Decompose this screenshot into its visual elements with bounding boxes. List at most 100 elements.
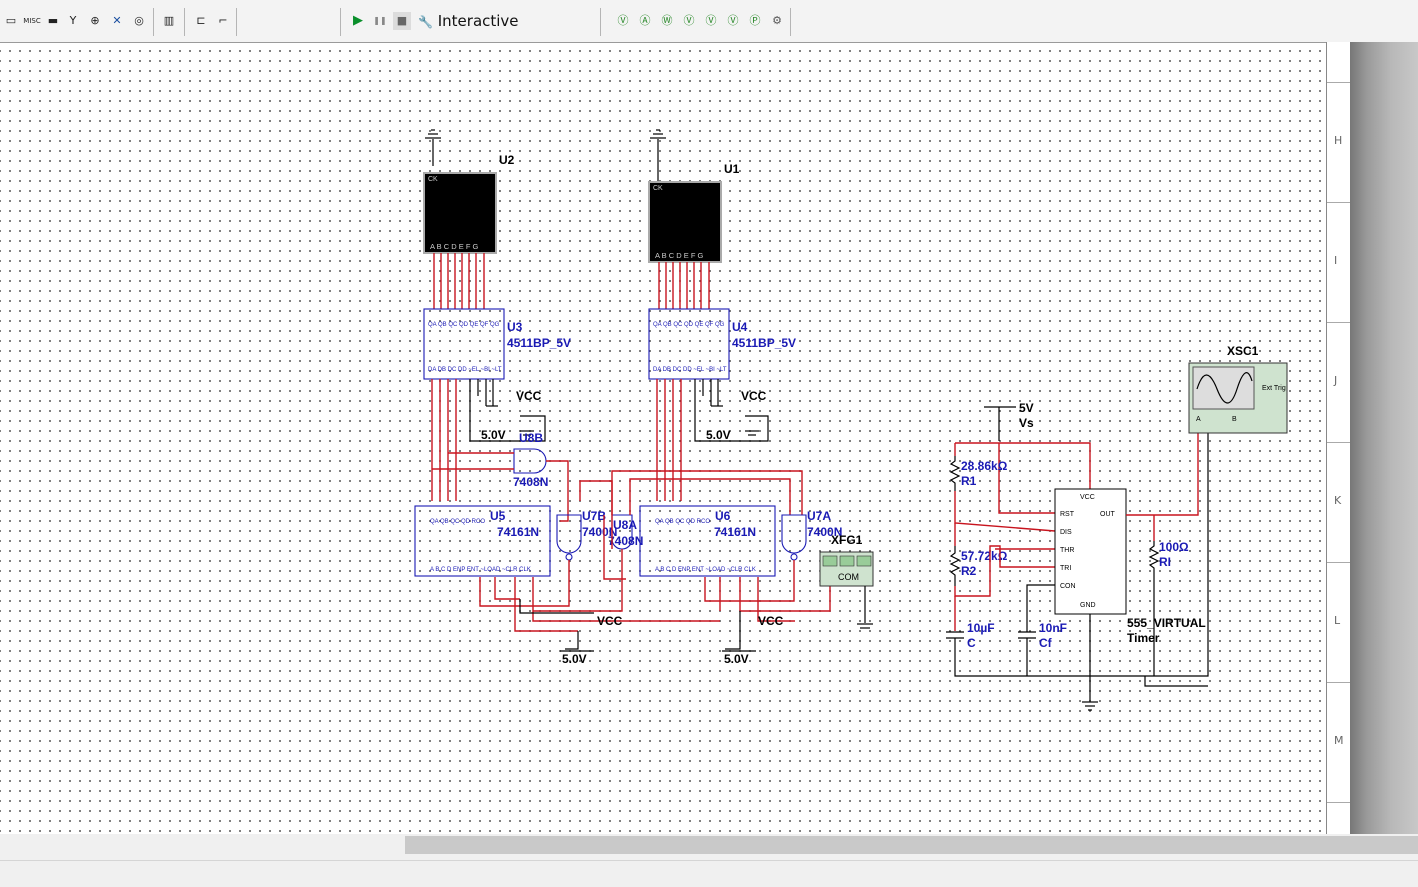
toolbar-separator — [236, 8, 237, 36]
mcu-button[interactable]: ◎ — [134, 14, 144, 27]
decoder-part: 4511BP_5V — [732, 336, 796, 350]
svg-text:DA DB DC DD ~EL ~BI ~LT: DA DB DC DD ~EL ~BI ~LT — [653, 367, 727, 373]
resistor-r1[interactable] — [949, 456, 961, 491]
supply-voltage-label: 5.0V — [562, 652, 587, 666]
ground-symbol[interactable] — [650, 129, 666, 181]
decoder-ref: U4 — [732, 320, 748, 334]
capacitor-value: 10µF — [967, 621, 995, 635]
wattmeter-probe-icon[interactable]: Ⓦ — [661, 14, 673, 27]
seven-segment-display-u2[interactable]: CK A B C D E F G — [423, 172, 497, 254]
wrench-icon: 🔧 — [418, 15, 433, 29]
simulation-mode-label: Interactive — [437, 12, 519, 30]
display-seg-labels: A B C D E F G — [430, 242, 479, 251]
ext-trig-label: Ext Trig — [1262, 385, 1286, 392]
gate-part: 7400N — [807, 525, 842, 539]
power-probe-icon[interactable]: Ⓟ — [749, 14, 761, 27]
ground-symbol — [520, 430, 534, 436]
toolbar-separator — [600, 8, 601, 36]
antenna-button[interactable]: Y — [69, 14, 77, 27]
run-simulation-icon[interactable]: ▶ — [353, 13, 363, 28]
ruler-label: H — [1334, 134, 1343, 147]
vcc-label: VCC — [758, 614, 784, 628]
timer-pin-thr: THR — [1060, 547, 1074, 554]
indicator-button[interactable]: ▬ — [47, 14, 59, 27]
instrument-ref: XSC1 — [1227, 344, 1259, 358]
source-voltage: 5V — [1019, 401, 1034, 415]
timer-name: 555_VIRTUAL — [1127, 616, 1206, 630]
timer-pin-tri: TRI — [1060, 565, 1071, 572]
simulation-mode-selector[interactable]: 🔧 Interactive — [418, 10, 598, 32]
gate-ref: U7A — [807, 509, 831, 523]
decoder-u3[interactable]: QA QB QC QD QE QF QG DA DB DC DD ~EL ~BI… — [423, 308, 505, 380]
supply-voltage-label: 5.0V — [706, 428, 731, 442]
capacitor-c[interactable] — [946, 631, 964, 639]
pause-simulation-icon[interactable]: ❚❚ — [373, 16, 387, 25]
and-gate-u8b[interactable] — [513, 448, 547, 474]
toolbar-separator — [153, 8, 154, 36]
timer-pin-dis: DIS — [1060, 529, 1072, 536]
resistor-ref: R2 — [961, 564, 977, 578]
ref-probe-icon[interactable]: Ⓥ — [705, 14, 717, 27]
timer-pin-out: OUT — [1100, 511, 1116, 518]
segment-wires — [433, 253, 485, 309]
resistor-ref: RI — [1159, 555, 1171, 569]
stop-simulation-icon[interactable]: ■ — [393, 12, 411, 30]
resistor-r2[interactable] — [949, 546, 961, 586]
svg-text:A B C D ENP ENT ~LOAD ~CLR C: A B C D ENP ENT ~LOAD ~CLR CLK — [655, 567, 756, 573]
ammeter-probe-icon[interactable]: Ⓐ — [639, 14, 651, 27]
instrument-ref: XFG1 — [831, 533, 863, 547]
channel-b-label: B — [1232, 416, 1237, 423]
supply-voltage-label: 5.0V — [481, 428, 506, 442]
voltmeter-probe-icon[interactable]: Ⓥ — [617, 14, 629, 27]
digital-probe-icon[interactable]: Ⓥ — [727, 14, 739, 27]
counter-u6[interactable]: QA QB QC QD RCO A B C D ENP ENT ~LOAD ~C… — [639, 505, 776, 577]
counter-ref: U5 — [490, 509, 506, 523]
hierarchy-button[interactable]: ⊏ — [196, 14, 206, 27]
misc-button[interactable]: MISC — [23, 17, 41, 25]
counter-ref: U6 — [715, 509, 731, 523]
segment-wires — [658, 262, 710, 309]
gate-ref: U8B — [519, 431, 543, 445]
rf-button[interactable]: ✕ — [112, 14, 122, 27]
gate-part: 7400N — [582, 525, 617, 539]
vcc-label: VCC — [741, 389, 767, 403]
capacitor-value: 10nF — [1039, 621, 1067, 635]
function-generator-xfg1[interactable]: COM — [819, 551, 874, 587]
toolbar-separator — [184, 8, 185, 36]
bus-button[interactable]: ▥ — [163, 14, 175, 27]
workspace-edge — [1350, 42, 1418, 834]
component-button[interactable]: ▭ — [5, 14, 17, 27]
nand-gate-u7a[interactable] — [781, 514, 807, 561]
gate-ref: U8A — [613, 518, 637, 532]
supply-voltage-label: 5.0V — [724, 652, 749, 666]
probe-settings-icon[interactable]: ⚙ — [772, 14, 782, 27]
resistor-ri[interactable] — [1148, 541, 1160, 576]
counter-u5[interactable]: QA QB QC QD RCO A B C D ENP ENT ~LOAD ~C… — [414, 505, 551, 577]
display-ref-label: U1 — [724, 162, 740, 176]
timer-555[interactable]: VCC RST DIS THR TRI CON OUT GND — [1054, 488, 1127, 615]
decoder-u4[interactable]: QA QB QC QD QE QF QG DA DB DC DD ~EL ~BI… — [648, 308, 730, 380]
gate-ref: U7B — [582, 509, 606, 523]
capacitor-cf[interactable] — [1018, 631, 1036, 639]
nand-gate-u7b[interactable] — [556, 514, 582, 561]
wire-button[interactable]: ⌐ — [218, 14, 228, 27]
counter-part: 74161N — [497, 525, 539, 539]
connector-button[interactable]: ⊕ — [90, 14, 100, 27]
timer-pin-con: CON — [1060, 583, 1076, 590]
svg-text:QA QB QC QD RCO: QA QB QC QD RCO — [655, 519, 710, 525]
source-name: Vs — [1019, 416, 1034, 430]
diff-voltage-probe-icon[interactable]: Ⓥ — [683, 14, 695, 27]
schematic-drawing: .w{fill:none;stroke:#c8141e;stroke-width… — [414, 129, 1288, 711]
decoder-input-wires — [656, 379, 769, 501]
timer-pin-rst: RST — [1060, 511, 1075, 518]
svg-text:QA QB QC QD RCO: QA QB QC QD RCO — [430, 519, 485, 525]
schematic-canvas[interactable]: .w{fill:none;stroke:#c8141e;stroke-width… — [0, 42, 1326, 835]
ruler-label: K — [1334, 494, 1342, 507]
seven-segment-display-u1[interactable]: CK A B C D E F G — [648, 181, 722, 263]
oscilloscope-xsc1[interactable]: Ext Trig A B — [1188, 362, 1288, 434]
svg-text:DA DB DC DD ~EL ~BI ~LT: DA DB DC DD ~EL ~BI ~LT — [428, 367, 502, 373]
ruler-label: J — [1334, 374, 1338, 387]
ground-symbol[interactable] — [425, 129, 441, 166]
channel-a-label: A — [1196, 416, 1201, 423]
horizontal-scrollbar-thumb[interactable] — [405, 836, 1418, 854]
